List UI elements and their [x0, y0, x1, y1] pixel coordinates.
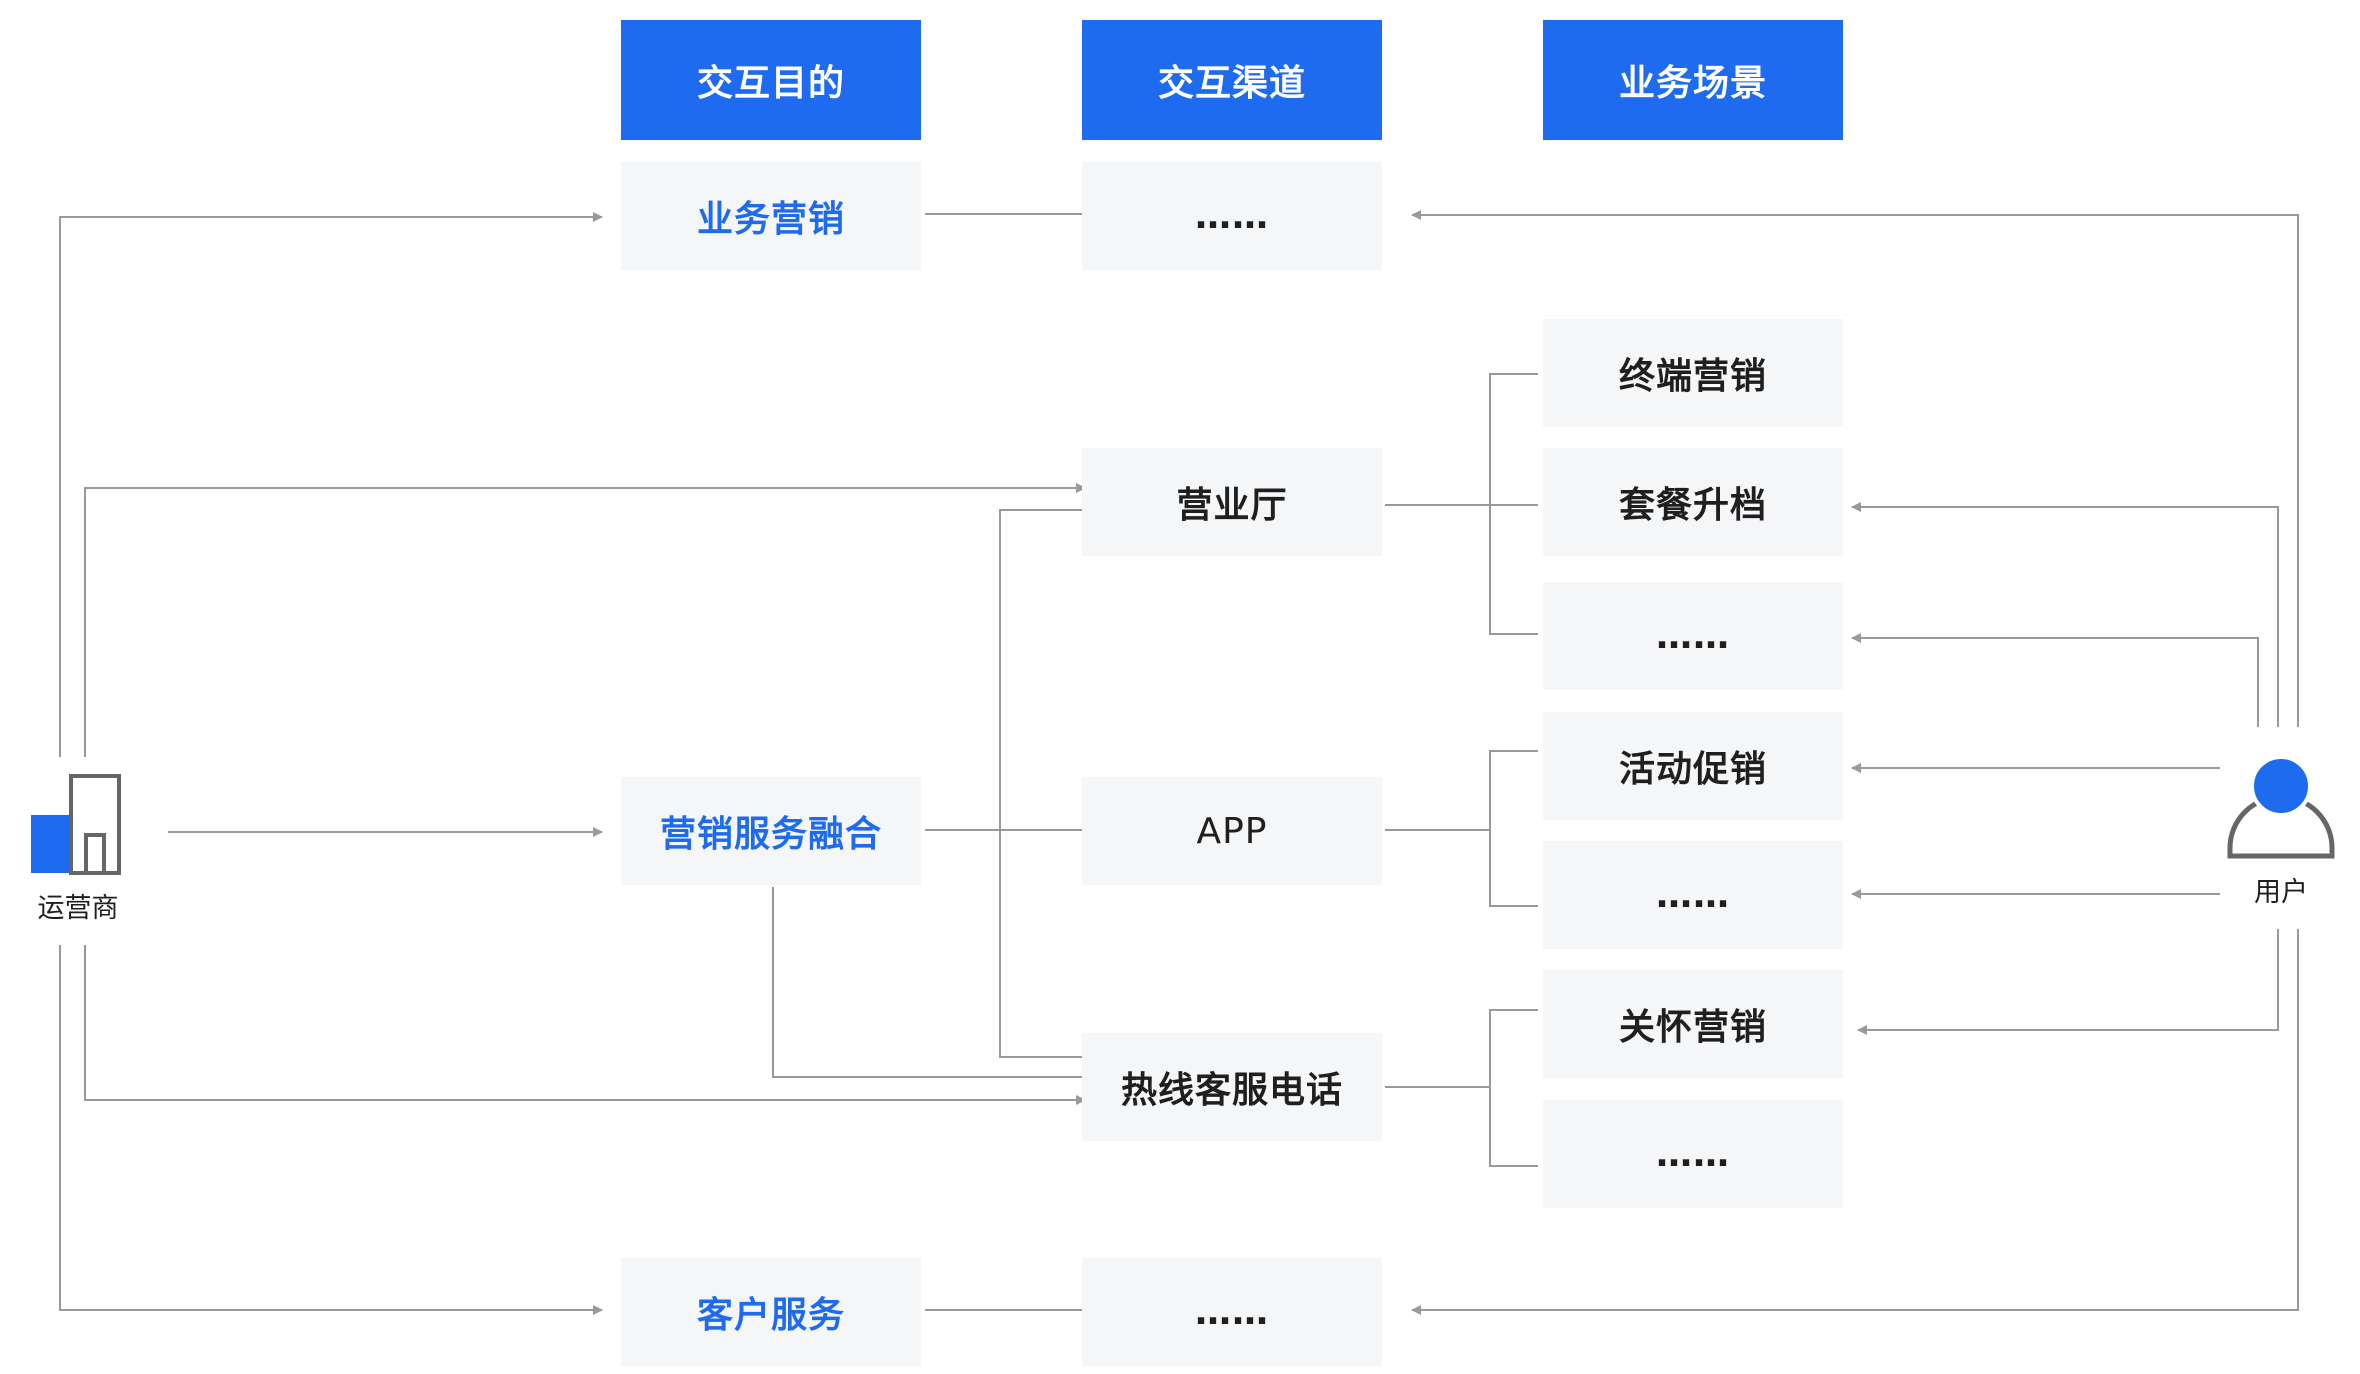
- scenario-promo: 活动促销: [1543, 712, 1843, 820]
- edge-user-to-more-1: [1851, 633, 2259, 727]
- edge-user-to-care: [1857, 929, 2279, 1035]
- scenario-terminal: 终端营销: [1543, 319, 1843, 427]
- channel-bottom-more: ……: [1082, 1258, 1382, 1366]
- scenario-upgrade: 套餐升档: [1543, 448, 1843, 556]
- purpose-fusion: 营销服务融合: [621, 777, 921, 885]
- user-icon: [2227, 755, 2335, 859]
- header-channel: 交互渠道: [1082, 20, 1382, 140]
- edge-operator-to-marketing: [59, 212, 603, 757]
- edge-fusion-to-hotline: [772, 887, 1086, 1078]
- channel-app: APP: [1082, 777, 1382, 885]
- channel-hall: 营业厅: [1082, 448, 1382, 556]
- building-icon: [31, 774, 121, 875]
- edge-operator-to-service: [59, 945, 603, 1315]
- edge-operator-to-hotline: [84, 945, 1086, 1105]
- edge-user-to-bottom-channel: [1411, 929, 2299, 1315]
- user-label: 用户: [2254, 877, 2308, 908]
- purpose-marketing: 业务营销: [621, 162, 921, 270]
- bracket-app-scenarios: [1489, 750, 1538, 907]
- edge-user-to-top-channel: [1411, 210, 2299, 727]
- scenario-more-1: ……: [1543, 582, 1843, 690]
- channel-top-more: ……: [1082, 162, 1382, 270]
- bracket-hotline-scenarios: [1489, 1009, 1538, 1167]
- scenario-more-2: ……: [1543, 841, 1843, 949]
- header-scenario: 业务场景: [1543, 20, 1843, 140]
- header-purpose: 交互目的: [621, 20, 921, 140]
- operator-label: 运营商: [37, 893, 119, 924]
- edge-operator-to-hall: [84, 483, 1086, 757]
- edge-user-to-upgrade: [1851, 502, 2279, 727]
- scenario-more-3: ……: [1543, 1100, 1843, 1208]
- purpose-service: 客户服务: [621, 1258, 921, 1366]
- channel-hotline: 热线客服电话: [1082, 1033, 1382, 1141]
- bracket-hall-scenarios: [1489, 373, 1538, 635]
- edge-hall-hotline-link: [999, 509, 1086, 1058]
- scenario-care: 关怀营销: [1543, 970, 1843, 1078]
